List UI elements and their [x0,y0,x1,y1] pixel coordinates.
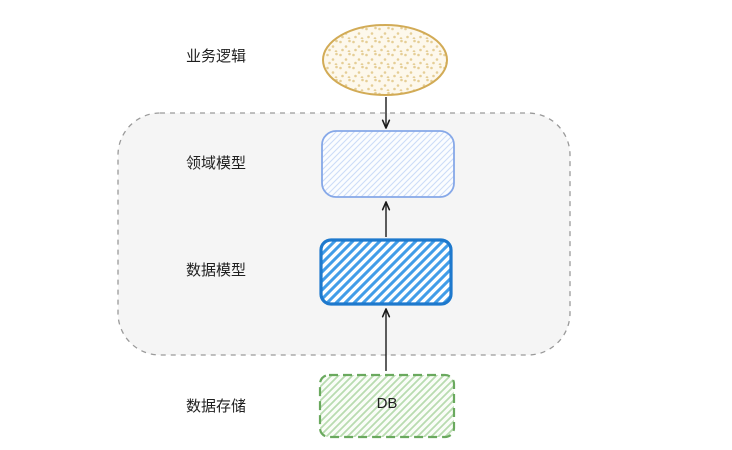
business-logic-ellipse [322,24,448,96]
domain-model-box [321,130,455,198]
data-model-box [319,238,453,306]
model-layer-container [117,112,571,356]
db-box [318,373,456,439]
business-logic-label: 业务逻辑 [186,48,247,65]
data-model-label: 数据模型 [186,262,247,279]
domain-model-label: 领域模型 [186,155,247,172]
data-storage-label: 数据存储 [186,398,247,415]
db-label: DB [376,395,398,412]
